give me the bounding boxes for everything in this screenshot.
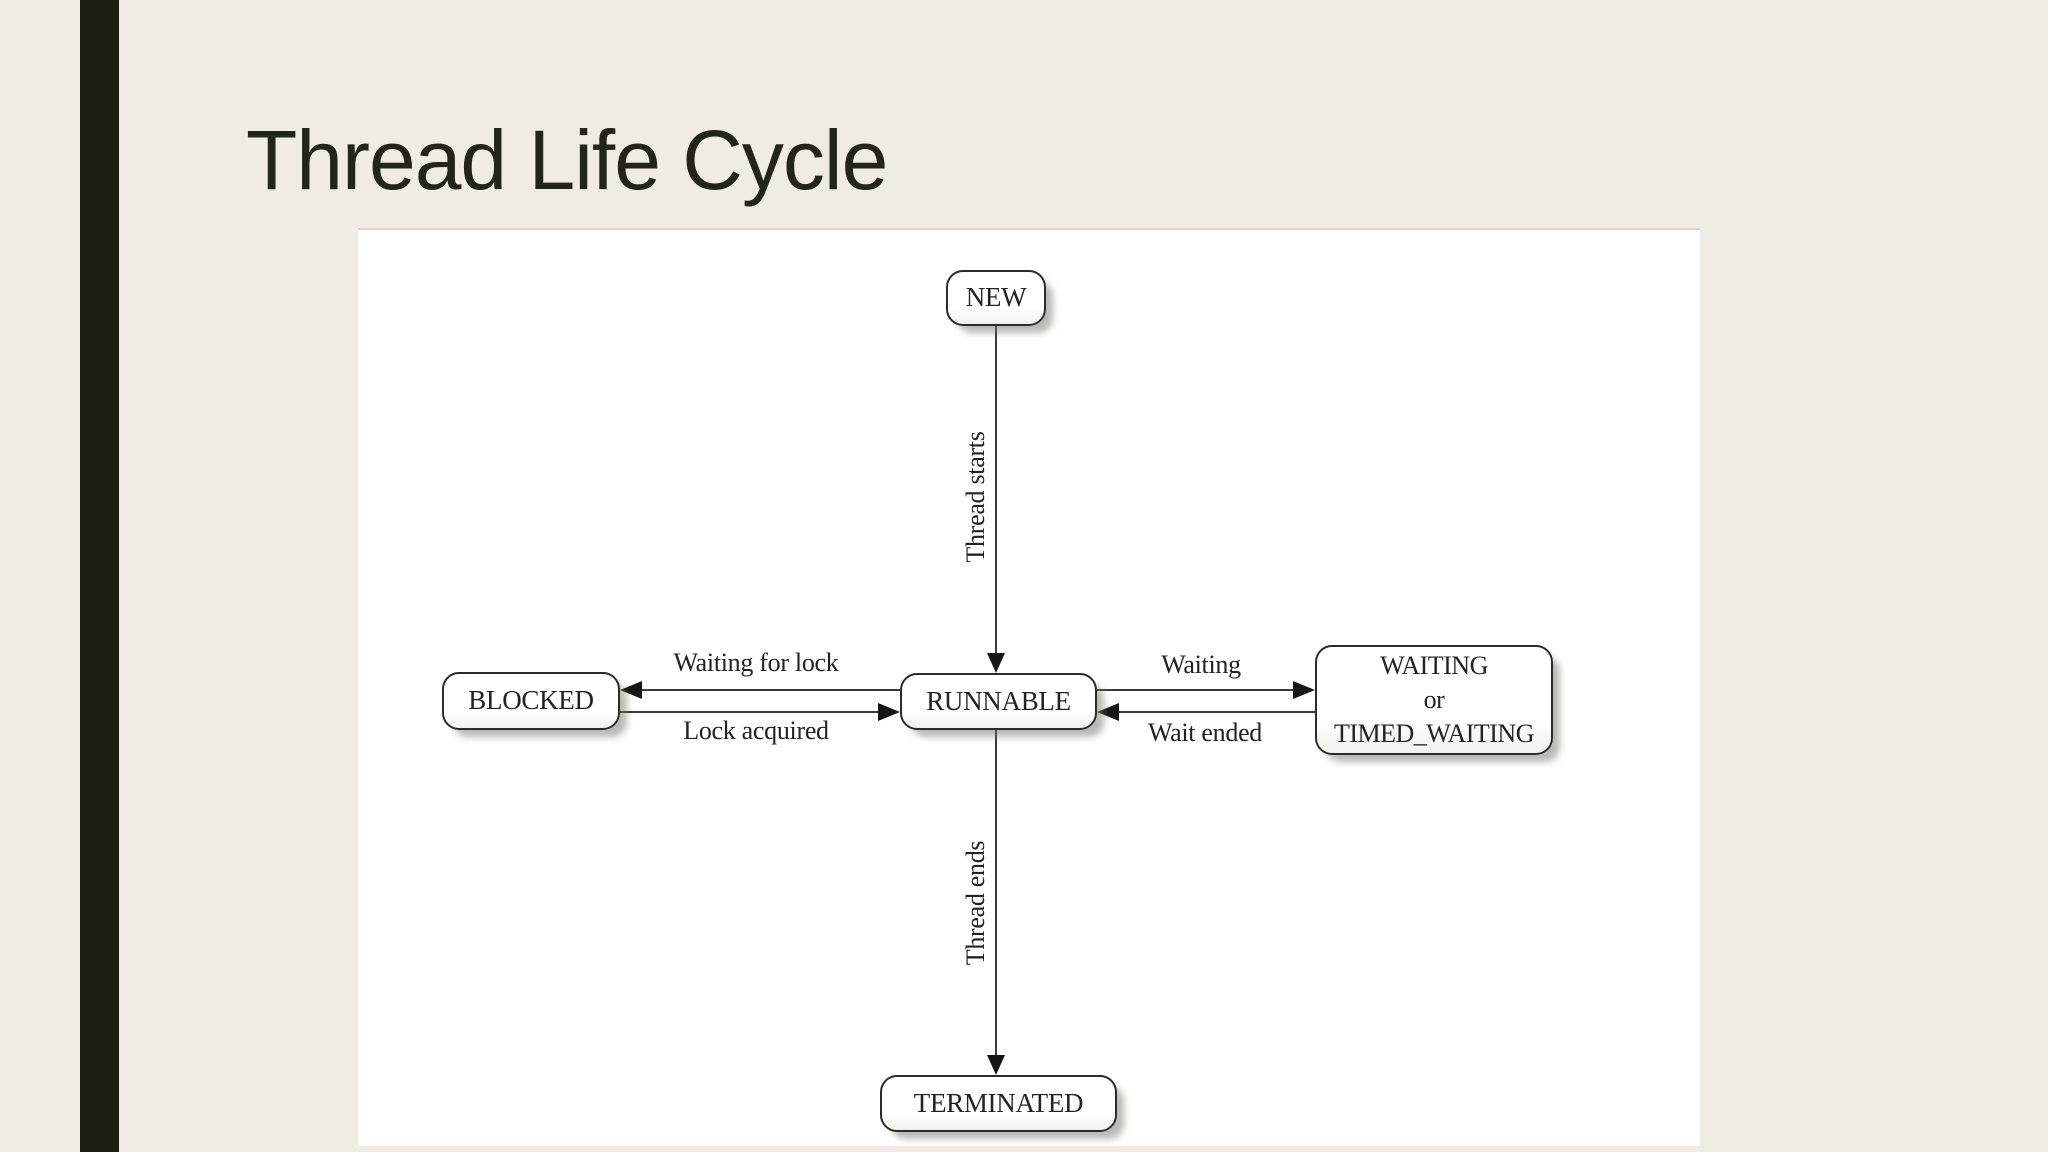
edge-label-waiting-for-lock: Waiting for lock (673, 648, 839, 677)
node-label: BLOCKED (468, 685, 594, 716)
edge-runnable-to-blocked (640, 689, 900, 691)
diagram-panel: NEW RUNNABLE BLOCKED WAITING or TIMED_WA… (358, 228, 1700, 1146)
arrowhead-right-icon (1293, 681, 1315, 699)
node-label-line: or (1423, 684, 1445, 714)
arrowhead-down-icon (987, 1055, 1005, 1075)
state-node-new: NEW (946, 270, 1046, 326)
slide-title: Thread Life Cycle (246, 113, 888, 207)
node-label: NEW (965, 282, 1027, 313)
edge-runnable-to-terminated (995, 730, 997, 1056)
edge-new-to-runnable (995, 326, 997, 654)
edge-waiting-to-runnable (1117, 711, 1315, 713)
node-label: TERMINATED (913, 1087, 1084, 1118)
state-node-runnable: RUNNABLE (900, 673, 1097, 730)
edge-blocked-to-runnable (620, 711, 878, 713)
arrowhead-left-icon (620, 681, 642, 699)
left-accent-bar (80, 0, 119, 1152)
node-label: RUNNABLE (926, 685, 1071, 716)
edge-label-thread-starts: Thread starts (961, 431, 990, 563)
arrowhead-down-icon (987, 653, 1005, 673)
edge-label-waiting: Waiting (1161, 650, 1241, 679)
edge-label-lock-acquired: Lock acquired (683, 716, 829, 745)
node-label-line: WAITING (1380, 650, 1488, 680)
state-node-terminated: TERMINATED (880, 1075, 1117, 1132)
edge-label-wait-ended: Wait ended (1147, 718, 1263, 747)
state-node-waiting-or-timed-waiting: WAITING or TIMED_WAITING (1315, 645, 1553, 755)
edge-runnable-to-waiting (1097, 689, 1293, 691)
edge-label-thread-ends: Thread ends (961, 840, 990, 966)
node-label-line: TIMED_WAITING (1333, 719, 1535, 749)
arrowhead-left-icon (1097, 703, 1119, 721)
state-node-blocked: BLOCKED (442, 672, 620, 730)
arrowhead-right-icon (878, 703, 900, 721)
